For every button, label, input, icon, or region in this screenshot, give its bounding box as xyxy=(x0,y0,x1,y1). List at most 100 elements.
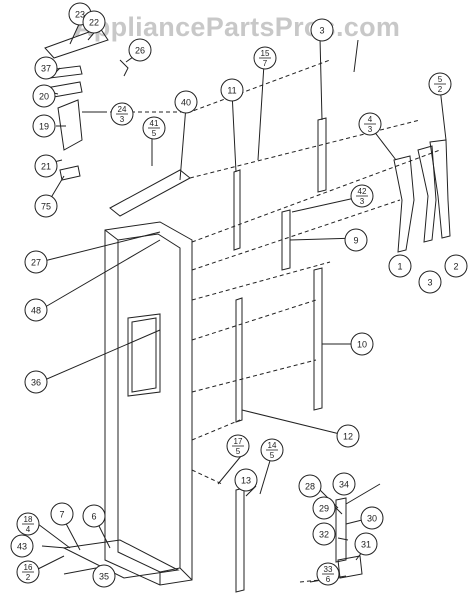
callout-c14: 145 xyxy=(260,438,284,462)
callout-number-bottom: 3 xyxy=(120,115,125,124)
callout-c30: 30 xyxy=(360,506,384,530)
callout-c21: 21 xyxy=(34,154,58,178)
callout-number-top: 17 xyxy=(234,437,243,446)
callout-circle xyxy=(82,504,106,528)
callout-c36: 36 xyxy=(24,370,48,394)
callout-circle xyxy=(360,506,384,530)
callout-number: 19 xyxy=(39,122,49,132)
callout-number-top: 15 xyxy=(261,49,270,58)
callout-number: 21 xyxy=(41,162,51,172)
callout-number: 28 xyxy=(305,482,315,492)
callout-number: 1 xyxy=(397,262,402,272)
callout-circle xyxy=(24,370,48,394)
callout-c33: 336 xyxy=(316,562,340,586)
callout-circle xyxy=(174,90,198,114)
callout-number: 32 xyxy=(319,530,329,540)
callout-circle xyxy=(128,38,152,62)
callout-c2: 2 xyxy=(444,254,468,278)
callout-c3x: 3 xyxy=(310,18,334,42)
diagram-artwork xyxy=(35,21,451,593)
strip-10 xyxy=(313,267,323,411)
callout-number-bottom: 5 xyxy=(152,129,157,138)
callout-c13: 13 xyxy=(234,468,258,492)
callout-c18: 184 xyxy=(16,512,40,536)
callout-circle xyxy=(344,228,368,252)
callout-number: 29 xyxy=(319,504,329,514)
callout-number: 3 xyxy=(319,26,324,36)
callout-number: 12 xyxy=(343,432,353,442)
callout-number-bottom: 3 xyxy=(368,125,373,134)
callout-number-top: 33 xyxy=(324,565,333,574)
dispenser-opening xyxy=(127,313,161,397)
callout-number-bottom: 7 xyxy=(263,59,268,68)
callout-number: 20 xyxy=(39,92,49,102)
callout-circle xyxy=(34,194,58,218)
strip-9 xyxy=(281,209,291,271)
callout-c28: 28 xyxy=(298,474,322,498)
callout-number-top: 42 xyxy=(358,187,367,196)
callout-number-top: 14 xyxy=(268,441,277,450)
callout-number-top: 24 xyxy=(118,105,127,114)
callout-number: 34 xyxy=(339,480,349,490)
callout-circle xyxy=(312,522,336,546)
callout-number-top: 18 xyxy=(24,515,33,524)
callout-circle xyxy=(354,532,378,556)
callout-number: 30 xyxy=(367,514,377,524)
hinge-cover xyxy=(44,27,109,59)
callout-c4s: 43 xyxy=(358,112,382,136)
callout-c9: 9 xyxy=(344,228,368,252)
callout-c26: 26 xyxy=(128,38,152,62)
callout-circle xyxy=(234,468,258,492)
callout-circle xyxy=(34,154,58,178)
watermark-text: AppliancePartsPros.com xyxy=(74,12,401,42)
callout-c11: 11 xyxy=(220,78,244,102)
callout-c24: 243 xyxy=(110,102,134,126)
callout-number-bottom: 5 xyxy=(236,447,241,456)
callout-c42: 423 xyxy=(350,184,374,208)
callout-number: 43 xyxy=(17,542,27,552)
strip-far xyxy=(317,117,327,193)
callout-number-bottom: 2 xyxy=(26,573,31,582)
callout-c31: 31 xyxy=(354,532,378,556)
callout-number: 36 xyxy=(31,378,41,388)
callout-number: 11 xyxy=(227,86,236,96)
callout-c3: 3 xyxy=(418,270,442,294)
callout-c15: 157 xyxy=(253,46,277,70)
callout-c20: 20 xyxy=(32,84,56,108)
callout-number-bottom: 3 xyxy=(360,197,365,206)
callout-c10: 10 xyxy=(350,332,374,356)
strip-12 xyxy=(235,297,243,423)
callout-c7: 7 xyxy=(50,502,74,526)
callout-number: 27 xyxy=(31,258,41,268)
callout-number: 35 xyxy=(99,572,109,582)
gasket-3 xyxy=(417,145,437,243)
callout-circle xyxy=(32,84,56,108)
callout-c27: 27 xyxy=(24,250,48,274)
callout-circle xyxy=(332,472,356,496)
callout-c1: 1 xyxy=(388,254,412,278)
callout-circle xyxy=(50,502,74,526)
callout-circle xyxy=(444,254,468,278)
callout-number: 9 xyxy=(353,236,358,246)
callout-c34: 34 xyxy=(332,472,356,496)
callout-circle xyxy=(388,254,412,278)
callout-number: 40 xyxy=(181,98,191,108)
callout-c22: 22 xyxy=(82,10,106,34)
callout-c35: 35 xyxy=(92,564,116,588)
callout-c48: 48 xyxy=(24,298,48,322)
callout-number: 3 xyxy=(427,278,432,288)
callout-number-bottom: 5 xyxy=(270,451,275,460)
callout-number: 6 xyxy=(91,512,96,522)
callout-c19: 19 xyxy=(32,114,56,138)
callout-circle xyxy=(92,564,116,588)
callout-c40: 40 xyxy=(174,90,198,114)
callout-circle xyxy=(220,78,244,102)
callout-circle xyxy=(310,18,334,42)
callout-circle xyxy=(336,424,360,448)
callout-circle xyxy=(82,10,106,34)
callout-c43: 43 xyxy=(10,534,34,558)
callout-c32: 32 xyxy=(312,522,336,546)
callout-c12: 12 xyxy=(336,424,360,448)
callout-c37: 37 xyxy=(34,56,58,80)
cabinet-inner xyxy=(117,233,181,573)
